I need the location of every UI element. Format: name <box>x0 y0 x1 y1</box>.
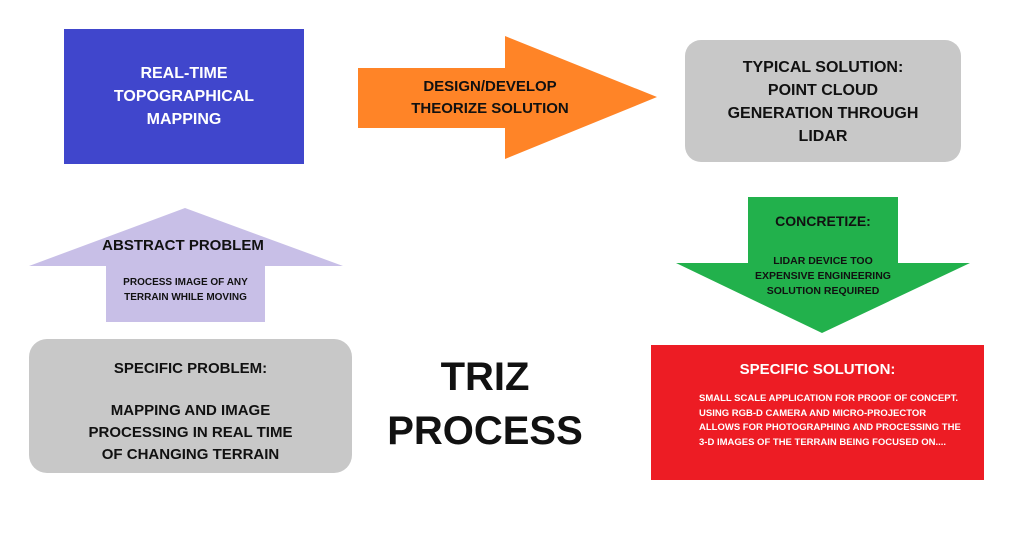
typical-solution-label: TYPICAL SOLUTION: POINT CLOUD GENERATION… <box>727 59 919 145</box>
concretize-title: CONCRETIZE: <box>775 213 871 229</box>
triz-process-title: TRIZ PROCESS <box>387 355 583 453</box>
realtime-box-label: REAL-TIME TOPOGRAPHICAL MAPPING <box>113 65 255 128</box>
concretize-body: LIDAR DEVICE TOO EXPENSIVE ENGINEERING S… <box>755 255 891 297</box>
specific-problem-title: SPECIFIC PROBLEM: <box>113 360 268 377</box>
realtime-box <box>64 29 304 164</box>
typical-solution-box <box>685 40 961 162</box>
specific-solution-body: SMALL SCALE APPLICATION FOR PROOF OF CON… <box>699 393 961 448</box>
specific-problem-body: MAPPING AND IMAGE PROCESSING IN REAL TIM… <box>88 402 293 463</box>
design-arrow <box>358 36 657 159</box>
abstract-title: ABSTRACT PROBLEM <box>102 237 264 254</box>
specific-problem-box <box>29 339 352 473</box>
design-arrow-label: DESIGN/DEVELOP THEORIZE SOLUTION <box>411 78 569 117</box>
abstract-arrow <box>29 208 343 322</box>
specific-solution-box <box>651 345 984 480</box>
abstract-body: PROCESS IMAGE OF ANY TERRAIN WHILE MOVIN… <box>123 277 248 303</box>
specific-solution-title: SPECIFIC SOLUTION: <box>739 361 896 378</box>
concretize-arrow <box>676 197 970 333</box>
